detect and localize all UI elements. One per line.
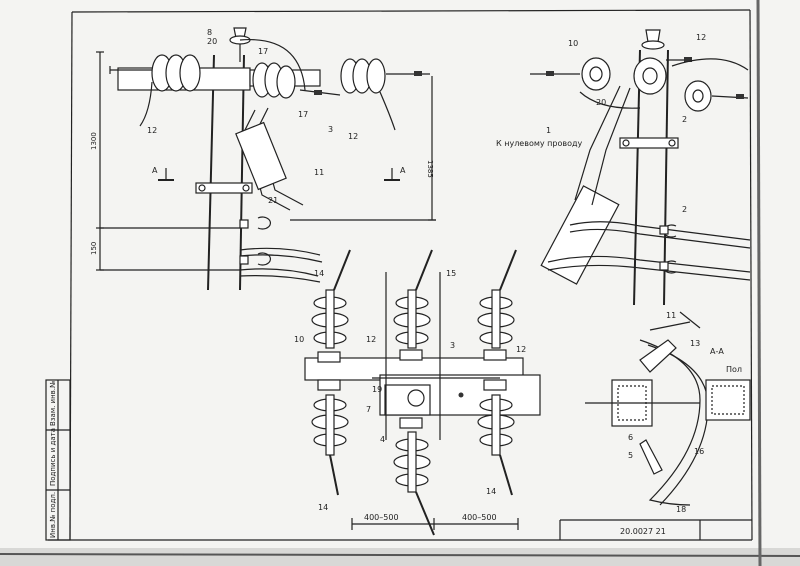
callout-10a: 10 — [568, 39, 578, 48]
view-side-top — [530, 29, 751, 306]
callout-3: 3 — [328, 125, 333, 134]
callout-14b: 14 — [318, 503, 328, 512]
section-aa-label: А-А — [710, 347, 724, 356]
dim-150: 150 — [90, 242, 98, 255]
callout-19: 19 — [372, 385, 382, 394]
dim-400-500-right: 400–500 — [462, 513, 497, 522]
callout-7: 7 — [366, 405, 371, 414]
callout-6: 6 — [628, 433, 633, 442]
insulator-upper-right — [477, 249, 517, 361]
callout-12c: 12 — [696, 33, 706, 42]
callout-17b: 17 — [298, 110, 308, 119]
dim-1385: 1385 — [426, 160, 434, 178]
callout-labels: 8 20 17 17 3 12 12 11 21 A A 10 12 2 20 … — [147, 28, 742, 514]
callout-16: 16 — [694, 447, 704, 456]
dimension-labels: 1385 1300 150 400–500 400–500 — [90, 132, 497, 522]
callout-11b: 11 — [666, 311, 676, 320]
view-plan-bottom — [304, 249, 541, 536]
section-mark-a1: A — [152, 166, 158, 175]
neutral-wire-note: К нулевому проводу — [496, 139, 582, 148]
callout-4: 4 — [380, 435, 385, 444]
callout-8: 8 — [207, 28, 212, 37]
callout-12b: 12 — [348, 132, 358, 141]
insulator-upper-left — [311, 249, 351, 363]
callout-13: 13 — [690, 339, 700, 348]
callout-17a: 17 — [258, 47, 268, 56]
view-section-aa — [585, 311, 751, 506]
insulator-lower-left — [311, 379, 349, 496]
callout-2b: 2 — [682, 205, 687, 214]
callout-2a: 2 — [682, 115, 687, 124]
stamp-signature: Подпись и дата — [49, 428, 57, 486]
insulator-upper-center — [393, 249, 433, 361]
title-block: 20.0027 21 Взам. инв.№ Подпись и дата Ин… — [49, 381, 666, 538]
callout-12a: 12 — [147, 126, 157, 135]
callout-5: 5 — [628, 451, 633, 460]
callout-3b: 3 — [450, 341, 455, 350]
callout-12e: 12 — [516, 345, 526, 354]
dim-1300: 1300 — [90, 132, 98, 150]
callout-14a: 14 — [314, 269, 324, 278]
callout-11a: 11 — [314, 168, 324, 177]
stamp-inventory: Инв.№ подл. — [49, 492, 57, 538]
section-mark-a2: A — [400, 166, 406, 175]
callout-10b: 10 — [294, 335, 304, 344]
insulator-lower-center — [393, 417, 435, 536]
callout-1: 1 — [546, 126, 551, 135]
cut-label: Пол — [726, 365, 742, 374]
callout-14c: 14 — [486, 487, 496, 496]
insulator-lower-right — [477, 379, 515, 496]
stamp-replaced: Взам. инв.№ — [49, 381, 57, 426]
callout-18: 18 — [676, 505, 686, 514]
callout-20b: 20 — [596, 98, 606, 107]
view-front-top — [96, 27, 436, 291]
drawing-code: 20.0027 21 — [620, 527, 666, 536]
dim-400-500-left: 400–500 — [364, 513, 399, 522]
stamp-column — [45, 379, 71, 541]
callout-15: 15 — [446, 269, 456, 278]
callout-21: 21 — [268, 196, 278, 205]
callout-20: 20 — [207, 37, 217, 46]
callout-12d: 12 — [366, 335, 376, 344]
